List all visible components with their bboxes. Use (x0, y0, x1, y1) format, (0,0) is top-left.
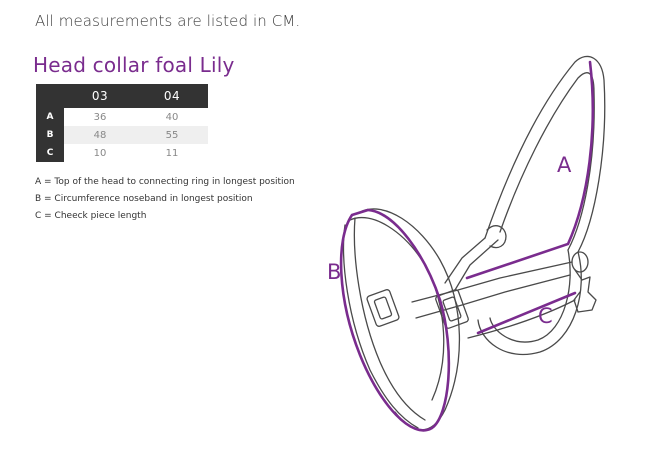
label-a: A (557, 153, 572, 177)
table-corner-cell (36, 84, 64, 108)
measurement-note: All measurements are listed in CM. (35, 12, 301, 30)
table-cell: 10 (93, 147, 107, 159)
table-cell: 40 (165, 111, 179, 123)
table-row: B 48 55 (36, 126, 208, 144)
table-row: A 36 40 (36, 108, 208, 126)
table-cell: 11 (165, 147, 179, 159)
measurement-line-c (476, 291, 577, 335)
row-label: B (36, 126, 64, 144)
legend-item-b: B = Circumference noseband in longest po… (35, 194, 253, 204)
row-label: A (36, 108, 64, 126)
table-cell: 55 (136, 126, 208, 144)
row-label: C (36, 144, 64, 162)
label-c: C (538, 304, 553, 328)
halter-outline (342, 55, 606, 431)
table-cell: 48 (64, 126, 136, 144)
measurement-line-a (465, 60, 595, 280)
legend-item-c: C = Cheeck piece length (35, 211, 147, 221)
size-column-header: 04 (136, 84, 208, 108)
size-table-header: 03 04 (36, 84, 208, 108)
table-row: C 10 11 (36, 144, 208, 162)
measurement-lines (339, 60, 595, 432)
size-table: 03 04 A 36 40 B 48 55 C 10 11 (36, 84, 208, 162)
size-column-header: 03 (64, 84, 136, 108)
product-title: Head collar foal Lily (33, 53, 235, 77)
legend-item-a: A = Top of the head to connecting ring i… (35, 177, 295, 187)
measurement-line-b (339, 208, 451, 432)
table-cell: 36 (93, 111, 107, 123)
measurement-legend: A = Top of the head to connecting ring i… (35, 174, 295, 225)
label-b: B (327, 260, 341, 284)
